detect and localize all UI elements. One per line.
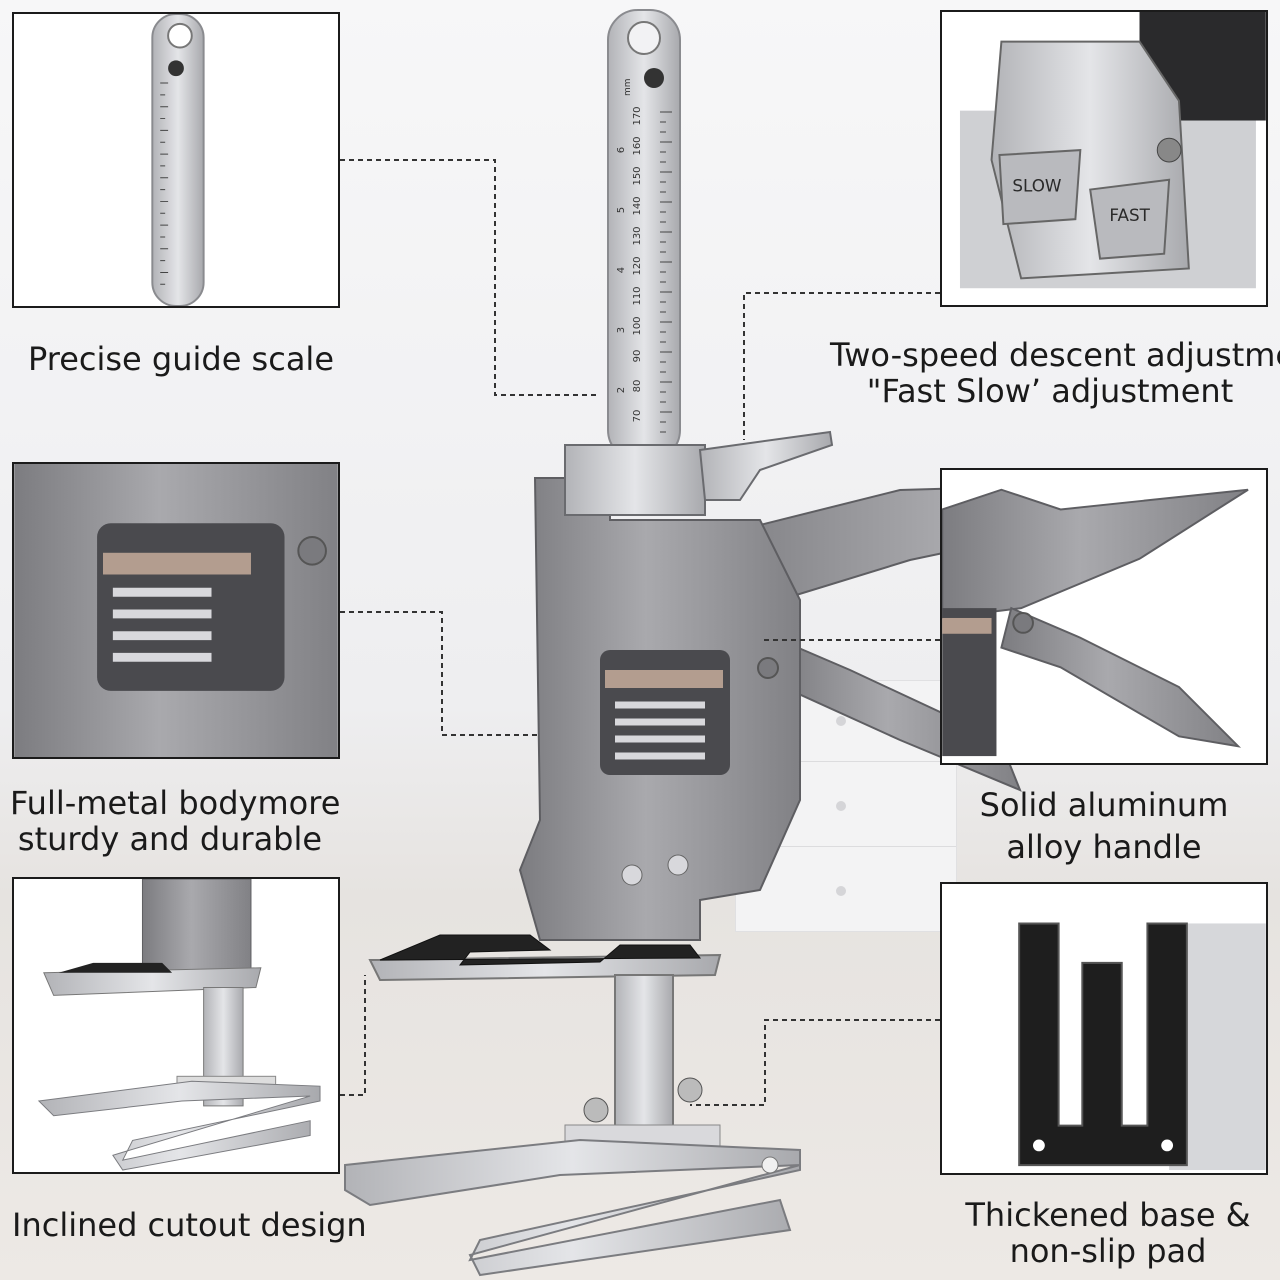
ruler-tick-label: 70 bbox=[632, 410, 643, 423]
ruler-tick-label: 150 bbox=[632, 166, 643, 185]
ruler-inch-label: 6 bbox=[616, 147, 627, 153]
full-metal-body-closeup bbox=[14, 464, 338, 757]
caption-two-speed-line2: "Fast Slow’ adjustment bbox=[866, 372, 1234, 410]
non-slip-pad-closeup bbox=[1018, 922, 1266, 1171]
aluminum-handle-closeup bbox=[942, 488, 1249, 757]
panel-inclined-cutout bbox=[12, 877, 340, 1174]
caption-guide-scale: Precise guide scale bbox=[28, 340, 334, 378]
ruler-tick-label: 170 bbox=[632, 106, 643, 125]
ruler-tick-label: 100 bbox=[632, 316, 643, 335]
ruler-tick-label: 110 bbox=[632, 286, 643, 305]
inclined-cutout-closeup bbox=[37, 879, 321, 1171]
ruler-tick-label: 140 bbox=[632, 196, 643, 215]
caption-thickened-base-line1: Thickened base & bbox=[965, 1196, 1251, 1234]
guide-scale-closeup bbox=[151, 14, 205, 306]
ruler-inch-label: 2 bbox=[616, 387, 627, 393]
connector-cutout bbox=[340, 975, 366, 1096]
connector-body bbox=[340, 611, 540, 736]
caption-full-metal-line1: Full-metal bodymore bbox=[10, 784, 341, 822]
fast-mark: FAST bbox=[1109, 205, 1150, 225]
ruler-tick-label: 80 bbox=[632, 380, 643, 393]
caption-thickened-base-line2: non-slip pad bbox=[1009, 1232, 1207, 1270]
caption-two-speed-line1: Two-speed descent adjustment bbox=[830, 336, 1280, 374]
ruler-tick-label: 90 bbox=[632, 350, 643, 363]
ruler-tick-label: 120 bbox=[632, 256, 643, 275]
panel-aluminum-handle bbox=[940, 468, 1268, 765]
ruler-inch-label: 4 bbox=[616, 267, 627, 273]
ruler-inch-label: 5 bbox=[616, 207, 627, 213]
ruler-tick-label: 130 bbox=[632, 226, 643, 245]
connector-speed bbox=[743, 292, 940, 440]
two-speed-closeup: SLOW FAST bbox=[959, 12, 1266, 289]
ruler-inch-label: 3 bbox=[616, 327, 627, 333]
slow-mark: SLOW bbox=[1012, 176, 1062, 196]
caption-inclined-cutout: Inclined cutout design bbox=[12, 1206, 367, 1244]
panel-thickened-base bbox=[940, 882, 1268, 1175]
caption-full-metal-line2: sturdy and durable bbox=[17, 820, 323, 858]
panel-guide-scale bbox=[12, 12, 340, 308]
ruler-tick-label: 160 bbox=[632, 136, 643, 155]
caption-handle-line1: Solid aluminum bbox=[979, 786, 1229, 824]
panel-full-metal-body bbox=[12, 462, 340, 759]
ruler-unit-label: mm bbox=[623, 78, 633, 96]
caption-handle-line2: alloy handle bbox=[1006, 828, 1202, 866]
connector-base bbox=[690, 1019, 940, 1106]
panel-two-speed: SLOW FAST bbox=[940, 10, 1268, 307]
connector-scale bbox=[340, 159, 600, 396]
